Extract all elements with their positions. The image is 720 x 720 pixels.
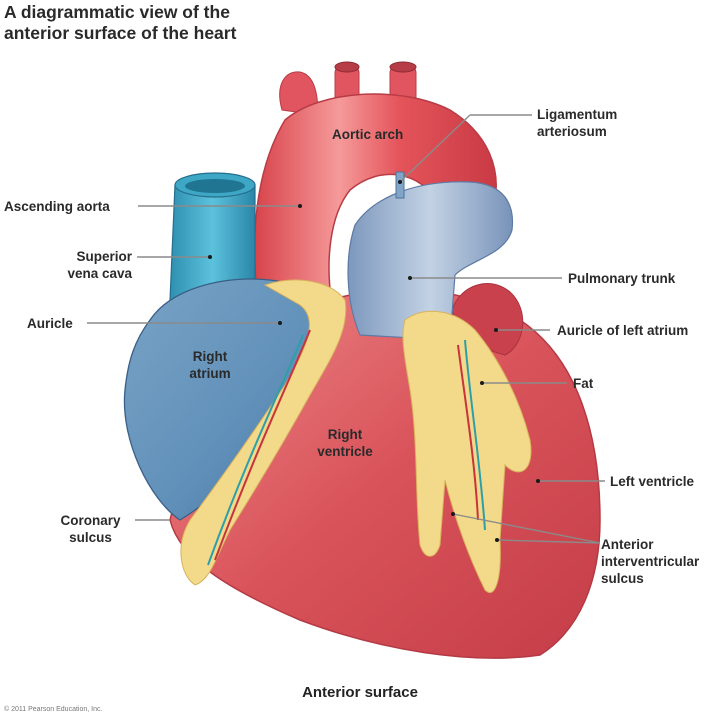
label-line: interventricular [601,554,700,569]
title-line-2: anterior surface of the heart [4,23,237,43]
label-line: arteriosum [537,124,607,139]
label-left-ventricle: Left ventricle [610,474,695,489]
label-line: Right [192,349,228,364]
copyright-notice: © 2011 Pearson Education, Inc. [4,706,103,713]
label-auricle: Auricle [27,316,73,331]
label-line: Right [327,427,363,442]
label-right-atrium: Right atrium [180,348,240,382]
label-pulmonary-trunk: Pulmonary trunk [568,271,676,286]
label-right-ventricle: Right ventricle [305,426,385,460]
label-line: sulcus [601,571,644,586]
label-anterior-interventricular-sulcus: Anterior interventricular sulcus [601,536,699,587]
fat-interventricular [402,310,532,593]
label-ligamentum-arteriosum: Ligamentum arteriosum [537,106,617,140]
label-line: Coronary [60,513,121,528]
label-aortic-arch: Aortic arch [332,127,404,142]
label-line: vena cava [67,266,132,281]
leader-lines [87,114,605,544]
diagram-title: A diagrammatic view of the anterior surf… [4,2,236,44]
figure-caption: Anterior surface [302,684,418,701]
title-line-1: A diagrammatic view of the [4,2,230,22]
label-superior-vena-cava: Superior vena cava [50,248,132,282]
label-auricle-left-atrium: Auricle of left atrium [557,323,689,338]
label-fat: Fat [573,376,594,391]
label-line: atrium [189,366,231,381]
label-line: sulcus [69,530,112,545]
aorta-shape [253,93,497,306]
pulmonary-trunk-shape [347,181,514,341]
label-line: Ligamentum [537,107,618,122]
label-ascending-aorta: Ascending aorta [4,199,110,214]
leader-dots [208,180,540,542]
label-line: ventricle [317,444,373,459]
label-line: Superior [76,249,132,264]
ligamentum-shape [395,171,405,199]
label-line: Anterior [601,537,654,552]
label-coronary-sulcus: Coronary sulcus [48,512,133,546]
